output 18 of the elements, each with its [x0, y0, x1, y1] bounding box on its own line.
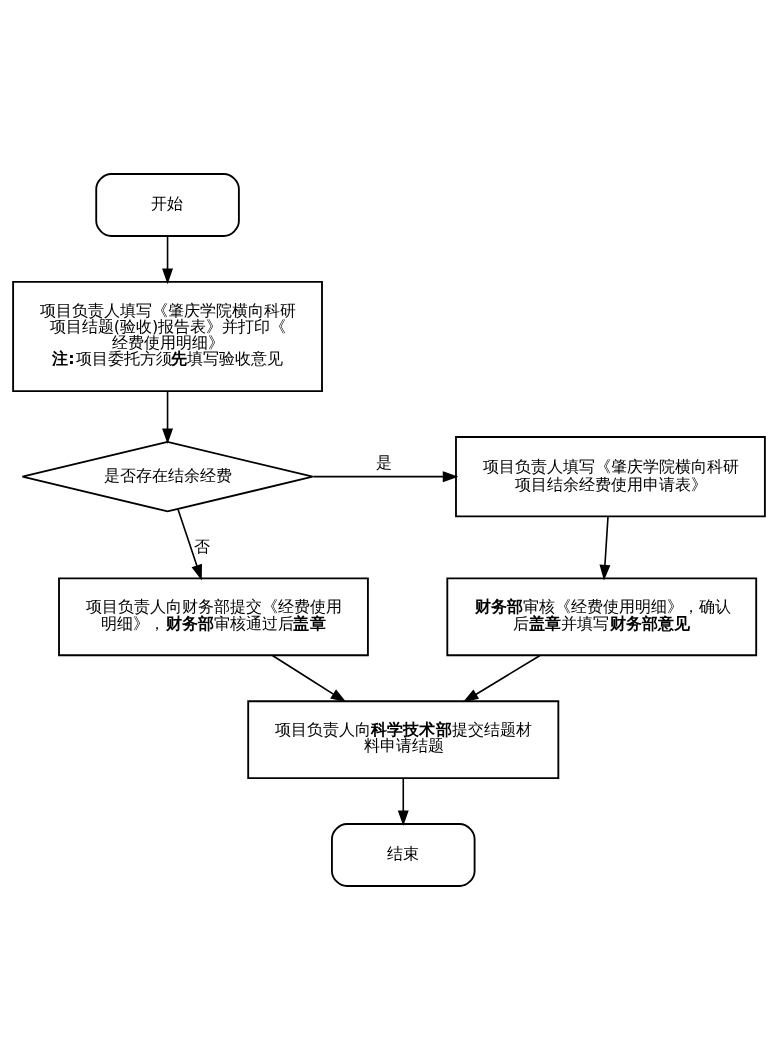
edge-label: 是: [376, 452, 393, 472]
node-box: 项目负责人填写《肇庆学院横向科研项目结余经费使用申请表》: [455, 435, 766, 517]
arrow: [599, 515, 611, 581]
arrow: [162, 234, 174, 284]
node-box: 项目负责人向科学技术部提交结题材料申请结题: [247, 699, 560, 779]
arrow: [177, 507, 202, 580]
arrow: [162, 390, 174, 444]
arrow: [462, 654, 541, 702]
arrow: [271, 654, 347, 702]
arrow: [397, 776, 409, 826]
node-box: 结束: [331, 822, 476, 887]
node-box: 项目负责人向财务部提交《经费使用明细》，财务部审核通过后盖章: [58, 576, 369, 656]
node-box: 财务部审核《经费使用明细》，确认后盖章并填写财务部意见: [446, 576, 758, 656]
node-box: 项目负责人填写《肇庆学院横向科研项目结题(验收)报告表》并打印《经费使用明细》 注:项目委托方须先填写验收意见: [12, 280, 323, 392]
arrow: [312, 470, 459, 482]
node-box: 开始: [95, 172, 240, 237]
node-diamond: 是否存在结余经费: [21, 440, 314, 512]
edge-label: 否: [193, 536, 210, 556]
